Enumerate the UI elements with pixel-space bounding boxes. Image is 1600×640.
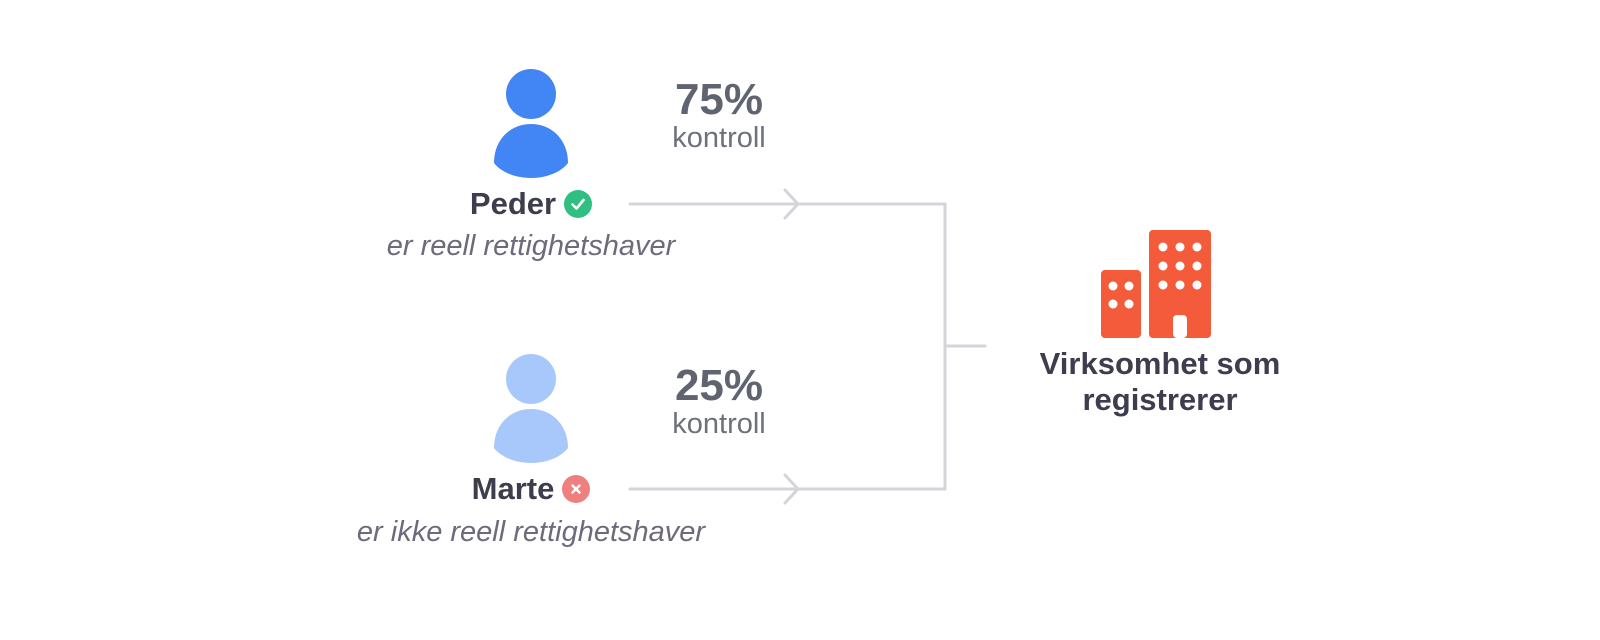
building-windows xyxy=(1108,242,1202,338)
person-body xyxy=(494,124,568,178)
person-head xyxy=(506,354,556,404)
arrowhead-marte xyxy=(783,473,800,505)
owner-name-label: Marte xyxy=(471,471,555,506)
owner-name-label: Peder xyxy=(469,186,557,221)
person-head xyxy=(506,69,556,119)
control-label-marte: kontroll xyxy=(672,408,766,440)
control-label-peder: kontroll xyxy=(672,122,766,154)
company-label: Virksomhet som registrerer xyxy=(1000,346,1320,418)
check-circle-icon xyxy=(564,190,593,218)
company-label-line2: registrerer xyxy=(1082,382,1238,417)
arrowhead-peder xyxy=(783,188,800,220)
company-label-line1: Virksomhet som xyxy=(1039,346,1281,381)
building-icon xyxy=(1101,230,1211,338)
owner-name-peder: Peder xyxy=(321,184,741,224)
control-percent-marte: 25% xyxy=(674,361,764,410)
building-door xyxy=(1173,315,1187,338)
person-icon-peder xyxy=(494,69,568,178)
person-icon-marte xyxy=(494,354,568,463)
owner-name-marte: Marte xyxy=(321,469,741,509)
building-small xyxy=(1101,270,1141,338)
person-body xyxy=(494,409,568,463)
control-percent-peder: 75% xyxy=(674,75,764,124)
owner-role-peder: er reell rettighetshaver xyxy=(386,230,676,262)
owner-role-marte: er ikke reell rettighetshaver xyxy=(356,516,706,548)
x-circle-icon xyxy=(562,475,591,503)
